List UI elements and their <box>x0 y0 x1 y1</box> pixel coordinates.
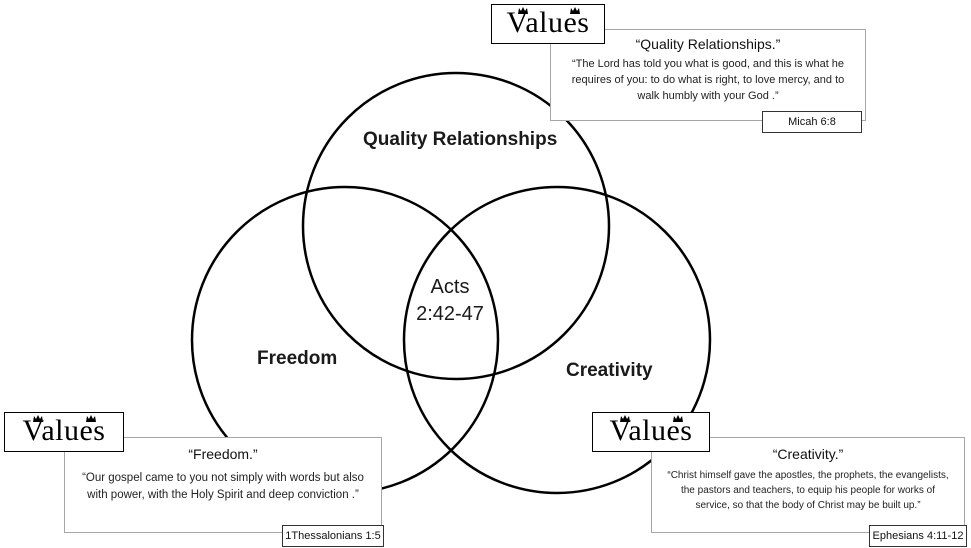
values-logo: Values <box>592 412 710 452</box>
center-label: Acts 2:42-47 <box>400 274 500 328</box>
center-label-line2: 2:42-47 <box>416 303 484 325</box>
values-logo: Values <box>4 412 124 452</box>
reference-box-ephesians: Ephesians 4:11-12 <box>869 525 967 547</box>
crown-icon <box>33 415 43 422</box>
circle-creativity <box>402 185 712 495</box>
circle-label-freedom: Freedom <box>257 348 338 369</box>
crown-icon <box>86 415 96 422</box>
quote-title: “Freedom.” <box>188 446 258 462</box>
reference-box-micah: Micah 6:8 <box>762 111 862 133</box>
circle-label-quality-relationships: Quality Relationships <box>363 129 558 150</box>
crown-icon <box>673 415 683 422</box>
crown-icon <box>518 7 528 14</box>
quote-text: “Our gospel came to you not simply with … <box>82 472 364 501</box>
quote-text: “Christ himself gave the apostles, the p… <box>667 470 949 511</box>
circle-label-creativity: Creativity <box>566 360 653 381</box>
circle-quality-relationships <box>301 71 611 381</box>
values-logo: Values <box>491 4 605 44</box>
quote-box-quality-relationships: “Quality Relationships.” “The Lord has t… <box>550 29 866 121</box>
quote-title: “Creativity.” <box>772 446 844 462</box>
center-label-line1: Acts <box>430 276 470 298</box>
crown-icon <box>620 415 630 422</box>
crown-icon <box>570 7 580 14</box>
quote-title: “Quality Relationships.” <box>635 36 781 52</box>
quote-box-freedom: “Freedom.” “Our gospel came to you not s… <box>64 437 382 533</box>
reference-box-thessalonians: 1Thessalonians 1:5 <box>282 525 384 547</box>
quote-text: “The Lord has told you what is good, and… <box>571 58 845 102</box>
quote-box-creativity: “Creativity.” “Christ himself gave the a… <box>651 437 965 533</box>
